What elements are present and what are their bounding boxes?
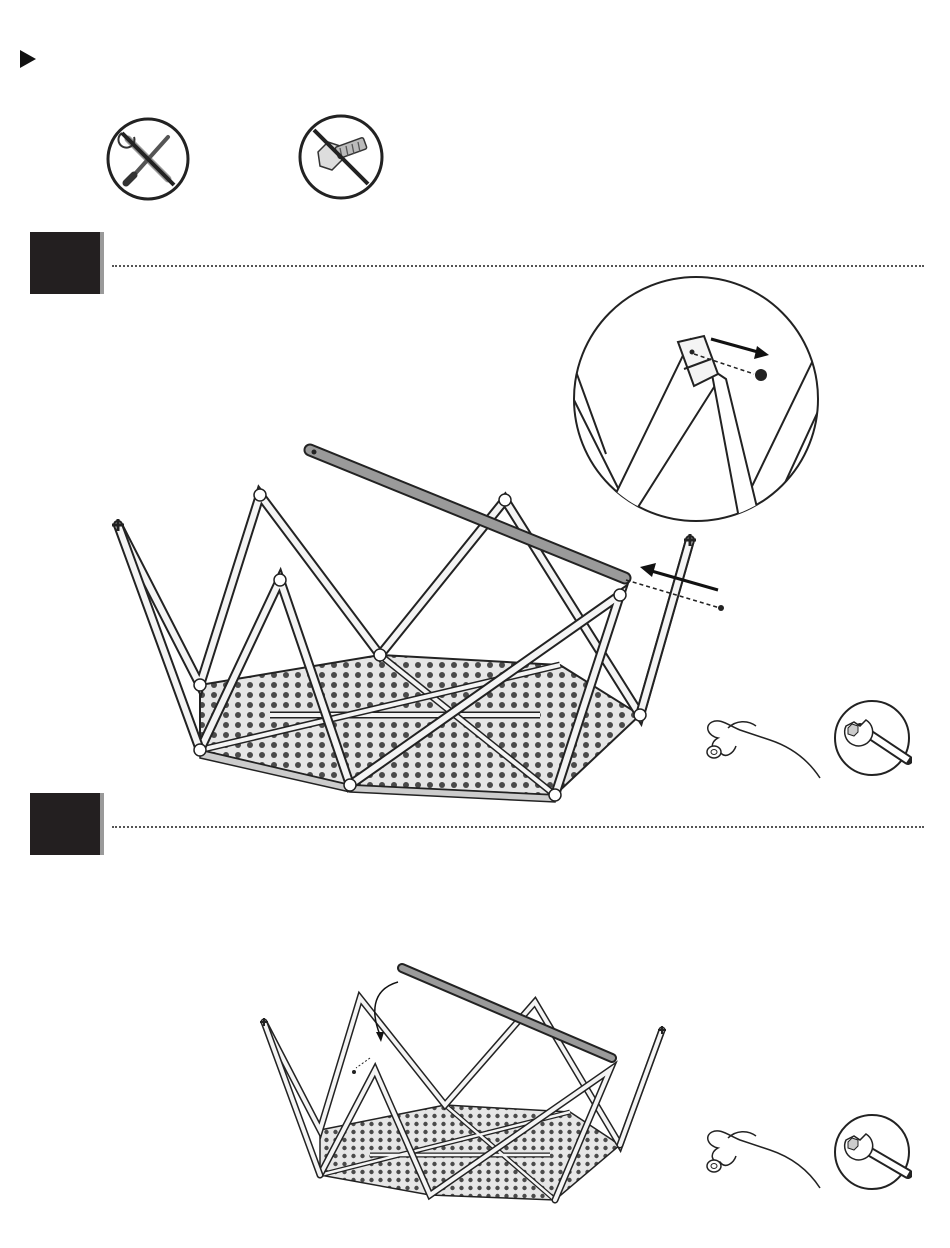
step-1-wrench-detail <box>832 698 912 778</box>
no-tools-icon <box>104 115 192 203</box>
step-1-detail-zoom <box>566 274 826 524</box>
step-2-wrench-detail <box>832 1112 912 1192</box>
step-2-divider <box>112 826 924 828</box>
step-1-divider <box>112 265 924 267</box>
step-2-block <box>30 793 104 855</box>
step-1-hand-tighten <box>700 690 830 780</box>
play-triangle-icon <box>20 50 38 68</box>
step-2-frame-illustration <box>250 960 680 1230</box>
step-1-block <box>30 232 104 294</box>
step-2-hand-tighten <box>700 1100 830 1190</box>
no-hardware-icon <box>296 112 386 202</box>
